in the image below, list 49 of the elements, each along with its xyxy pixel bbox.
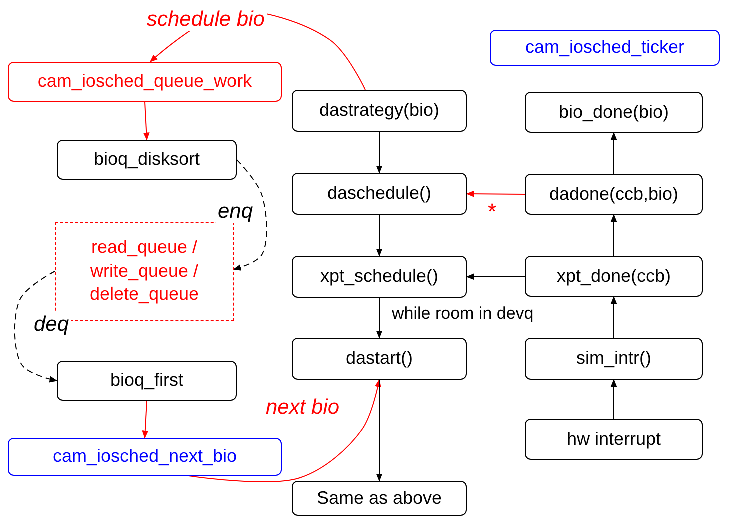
node-label: xpt_schedule() — [320, 265, 439, 288]
process-box — [292, 256, 467, 298]
arrow — [466, 274, 526, 280]
node-label: cam_iosched_queue_work — [38, 70, 252, 94]
node-label: cam_iosched_ticker — [525, 36, 685, 60]
node-label: cam_iosched_next_bio — [52, 445, 238, 468]
node-label: bio_done(bio) — [558, 100, 670, 124]
process-box — [57, 140, 237, 180]
process-box — [292, 90, 467, 132]
arrow — [610, 132, 618, 174]
arrow — [610, 296, 618, 338]
arrow — [376, 214, 383, 257]
node-label: daschedule() — [327, 182, 432, 206]
arrow — [188, 379, 382, 482]
edge-label: deq — [32, 313, 72, 336]
arrow — [376, 380, 383, 482]
arrow — [610, 214, 618, 256]
arrow — [466, 190, 526, 198]
node-label: hw interrupt — [566, 428, 662, 451]
node-label: sim_intr() — [576, 347, 652, 370]
node-label: dastrategy(bio) — [319, 99, 440, 122]
process-box — [525, 174, 703, 215]
process-box — [525, 92, 703, 133]
node-label: xpt_done(ccb) — [556, 264, 672, 288]
process-box — [292, 481, 467, 516]
node-label: Same as above — [316, 486, 442, 510]
node-label: dadone(ccb,bio) — [549, 182, 679, 206]
arrow — [143, 102, 150, 141]
arrow — [376, 298, 383, 339]
process-box — [525, 419, 703, 460]
process-box — [525, 256, 703, 297]
process-box — [490, 30, 720, 66]
node-label: bioq_first — [110, 369, 184, 392]
edge-label: while room in devq — [390, 305, 536, 324]
process-box — [8, 62, 282, 102]
process-box — [8, 438, 282, 476]
node-label: read_queue / write_queue / delete_queue — [88, 236, 200, 306]
process-box — [57, 361, 237, 401]
edge-label: schedule bio — [145, 8, 267, 32]
arrow — [233, 160, 268, 271]
arrow — [376, 132, 383, 174]
process-box — [292, 338, 467, 380]
arrow — [14, 271, 58, 383]
node-label: bioq_disksort — [94, 148, 200, 172]
arrow — [142, 400, 149, 439]
arrow — [610, 379, 618, 420]
process-box — [525, 338, 703, 380]
process-box — [292, 173, 467, 215]
node-label: dastart() — [346, 347, 414, 370]
